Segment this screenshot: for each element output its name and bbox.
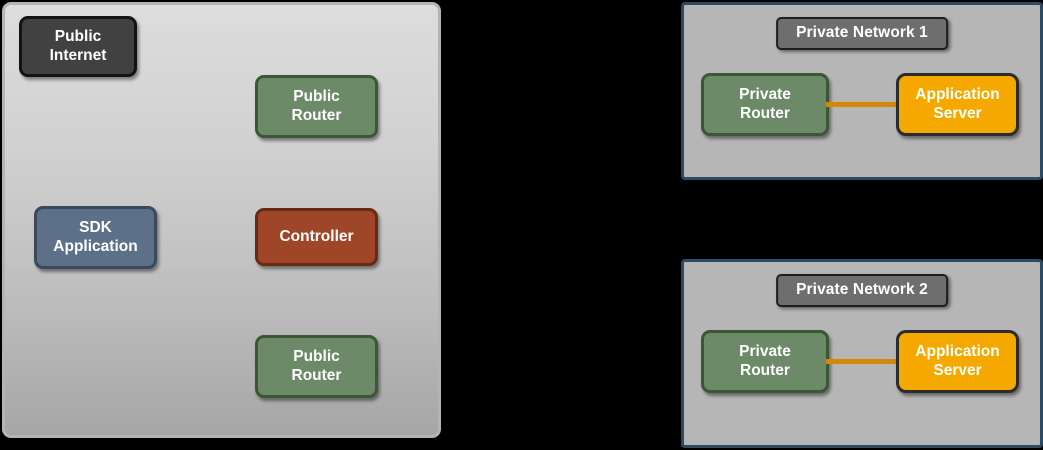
node-public-router-1[interactable]: Public Router	[255, 75, 378, 138]
node-application-server-2-label: Application Server	[915, 342, 1000, 379]
node-public-internet[interactable]: Public Internet	[19, 16, 137, 77]
node-sdk-application-label: SDK Application	[53, 218, 138, 255]
node-controller-label: Controller	[279, 227, 354, 245]
node-public-router-1-label: Public Router	[291, 87, 342, 124]
private-network-1-title: Private Network 1	[776, 17, 948, 50]
node-private-router-2-label: Private Router	[739, 342, 791, 379]
node-public-internet-label: Public Internet	[49, 27, 107, 64]
public-cloud-panel: Public Internet Public Router SDK Applic…	[2, 2, 441, 438]
private-network-2-inner: Private Network 2 Private Router Applica…	[684, 262, 1040, 445]
private-network-1-inner: Private Network 1 Private Router Applica…	[684, 5, 1040, 177]
private-network-2-panel: Private Network 2 Private Router Applica…	[681, 259, 1043, 448]
node-public-router-2[interactable]: Public Router	[255, 335, 378, 398]
connector-private-network-2	[826, 359, 899, 364]
node-application-server-1[interactable]: Application Server	[896, 73, 1019, 136]
node-private-router-2[interactable]: Private Router	[701, 330, 829, 393]
private-network-2-title: Private Network 2	[776, 274, 948, 307]
connector-private-network-1	[826, 102, 899, 107]
node-controller[interactable]: Controller	[255, 208, 378, 266]
node-private-router-1-label: Private Router	[739, 85, 791, 122]
node-public-router-2-label: Public Router	[291, 347, 342, 384]
node-application-server-1-label: Application Server	[915, 85, 1000, 122]
private-network-1-panel: Private Network 1 Private Router Applica…	[681, 2, 1043, 180]
node-sdk-application[interactable]: SDK Application	[34, 206, 157, 269]
node-private-router-1[interactable]: Private Router	[701, 73, 829, 136]
node-application-server-2[interactable]: Application Server	[896, 330, 1019, 393]
